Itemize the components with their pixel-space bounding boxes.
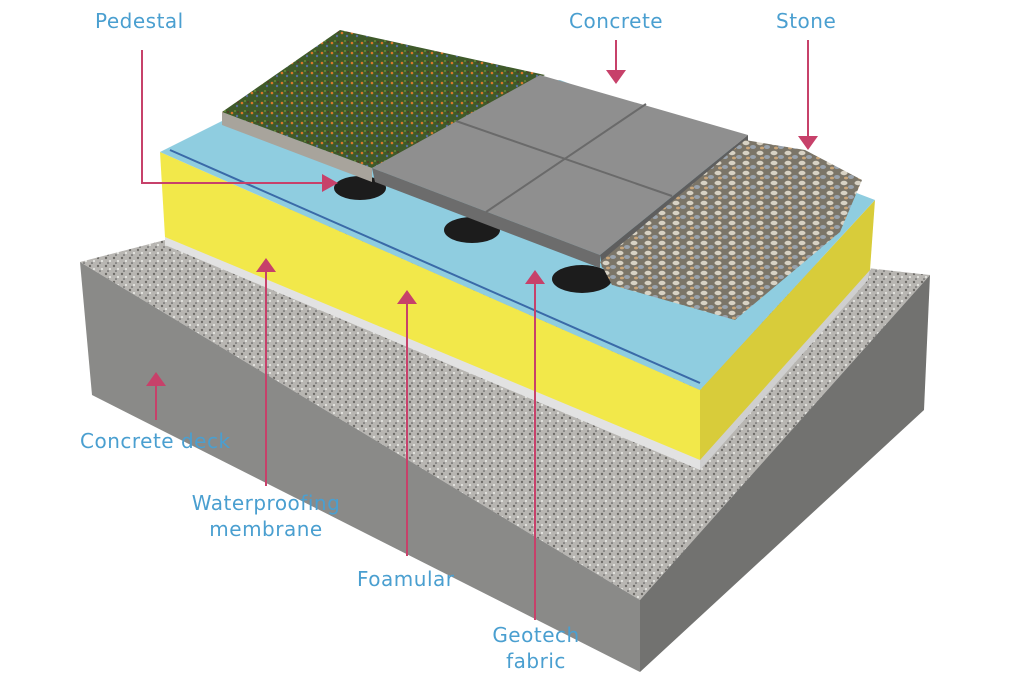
- label-line: Geotech: [492, 623, 580, 647]
- label-concrete-deck: Concrete deck: [80, 429, 231, 453]
- label-concrete: Concrete: [569, 9, 664, 33]
- label-geotech-fabric: Geotech fabric: [486, 622, 586, 674]
- pedestal-arrow: [141, 50, 322, 184]
- label-line: membrane: [209, 517, 323, 541]
- pedestals: [334, 176, 612, 293]
- stone-ballast: [600, 140, 862, 320]
- label-waterproofing-membrane: Waterproofing membrane: [186, 490, 346, 542]
- label-pedestal: Pedestal: [95, 9, 184, 33]
- vegetation-tray: [222, 30, 545, 182]
- waterproofing-membrane-layer: [165, 235, 870, 470]
- label-line: fabric: [506, 649, 566, 673]
- label-line: Waterproofing: [191, 491, 341, 515]
- label-foamular: Foamular: [357, 567, 455, 591]
- fabric-edge: [169, 149, 701, 384]
- callout-arrows: [141, 40, 818, 620]
- label-stone: Stone: [776, 9, 837, 33]
- foamular-layer: [160, 152, 875, 460]
